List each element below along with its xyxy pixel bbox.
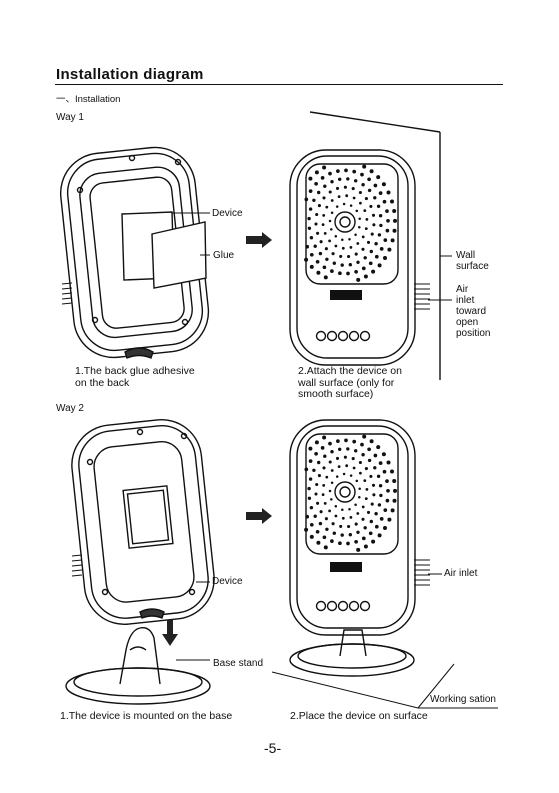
way2-caption-2: 2.Place the device on surface (290, 710, 428, 722)
grille-dots (304, 434, 397, 552)
base-stand (65, 627, 211, 705)
glue-pad (121, 211, 207, 289)
way1-device-front (289, 111, 452, 380)
way1-device-back (59, 146, 210, 359)
arrow-right-icon (246, 232, 272, 248)
way1-device-label: Device (212, 208, 243, 219)
way1-caption-2: 2.Attach the device on wall surface (onl… (298, 365, 402, 400)
way1-glue-label: Glue (213, 250, 235, 261)
arrow-down-icon (162, 620, 178, 646)
section-heading: 一、Installation (56, 94, 121, 105)
way1-air-inlet-label: Air inlet toward open position (456, 284, 491, 339)
base-stand-label: Base stand (213, 658, 264, 669)
arrow-right-icon (246, 508, 272, 524)
way2-label: Way 2 (56, 403, 84, 414)
way2-device-back (71, 419, 215, 625)
wall-surface-label: Wall surface (456, 250, 489, 272)
way1-label: Way 1 (56, 112, 84, 123)
working-station-label: Working sation (430, 694, 496, 705)
title-underline (55, 84, 503, 85)
page-title: Installation diagram (56, 66, 204, 83)
way2-device-front (289, 419, 442, 677)
way2-air-inlet-label: Air inlet (444, 568, 478, 579)
way1-caption-1: 1.The back glue adhesive on the back (75, 365, 195, 389)
way2-caption-1: 1.The device is mounted on the base (60, 710, 233, 722)
way2-device-label: Device (212, 576, 243, 587)
grille-dots (304, 164, 397, 282)
page-number: -5- (264, 740, 282, 756)
